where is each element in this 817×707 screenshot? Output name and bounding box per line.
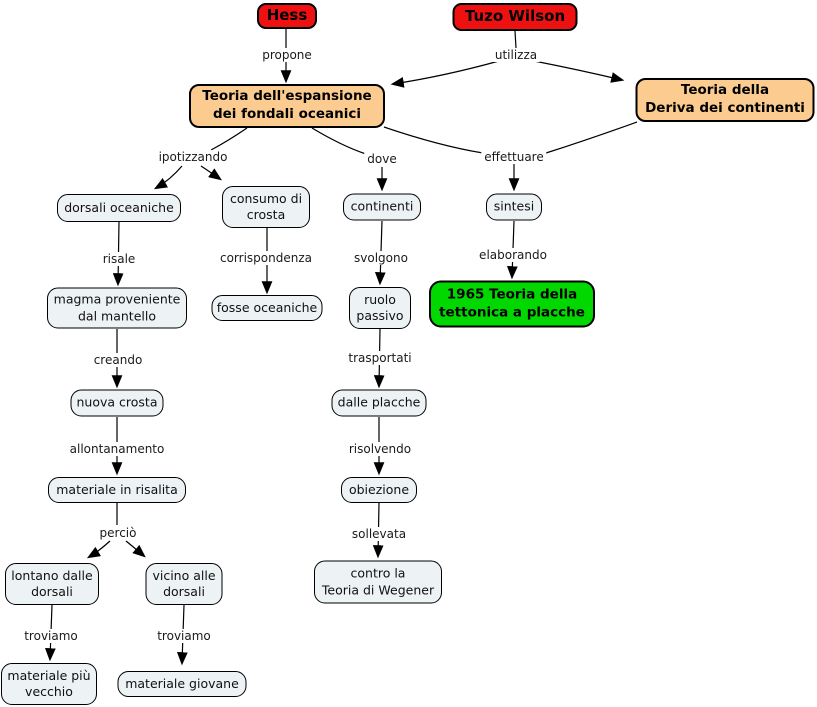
node-vicino-alle-dorsali[interactable]: vicino alle dorsali (145, 563, 223, 605)
link-label-dove[interactable]: dove (364, 152, 400, 166)
link-label-utilizza[interactable]: utilizza (491, 48, 541, 62)
link-label-effettuare[interactable]: effettuare (481, 150, 547, 164)
node-magma-mantello[interactable]: magma proveniente dal mantello (47, 287, 187, 329)
node-tuzo-wilson[interactable]: Tuzo Wilson (452, 3, 578, 31)
link-label-svolgono[interactable]: svolgono (351, 251, 411, 265)
node-fosse-oceaniche[interactable]: fosse oceaniche (211, 295, 323, 321)
link-label-corrispondenza[interactable]: corrispondenza (216, 251, 316, 265)
link-label-creando[interactable]: creando (90, 353, 146, 367)
edge-deriva-effettuare (545, 121, 638, 154)
node-sintesi[interactable]: sintesi (486, 193, 542, 221)
link-label-elaborando[interactable]: elaborando (476, 248, 550, 262)
link-label-risale[interactable]: risale (99, 252, 139, 266)
link-label-risolvendo[interactable]: risolvendo (345, 442, 415, 456)
edge-espansione-dove (311, 127, 367, 155)
node-continenti[interactable]: continenti (343, 193, 421, 221)
node-tettonica-placche[interactable]: 1965 Teoria della tettonica a placche (429, 280, 595, 328)
link-label-allontanamento[interactable]: allontanamento (66, 442, 168, 456)
edge-ipotizzando-dorsali (153, 165, 183, 190)
node-teoria-espansione[interactable]: Teoria dell'espansione dei fondali ocean… (189, 84, 385, 128)
edge-ipotizzando-consumo (200, 165, 222, 181)
link-label-troviamo-left[interactable]: troviamo (21, 629, 81, 643)
link-label-troviamo-right[interactable]: troviamo (154, 629, 214, 643)
node-contro-wegener[interactable]: contro la Teoria di Wegener (314, 560, 442, 604)
edge-espansione-ipotizzando (210, 127, 248, 151)
node-materiale-in-risalita[interactable]: materiale in risalita (48, 477, 186, 503)
node-dalle-placche[interactable]: dalle placche (331, 389, 427, 417)
node-materiale-giovane[interactable]: materiale giovane (117, 671, 247, 697)
node-teoria-deriva[interactable]: Teoria della Deriva dei continenti (635, 78, 815, 122)
link-label-ipotizzando[interactable]: ipotizzando (155, 150, 231, 164)
node-consumo-di-crosta[interactable]: consumo di crosta (222, 186, 310, 228)
node-ruolo-passivo[interactable]: ruolo passivo (349, 287, 411, 329)
edge-percio-lontano (86, 540, 111, 559)
edge-tuzo-utilizza (514, 30, 517, 49)
node-materiale-piu-vecchio[interactable]: materiale più vecchio (1, 663, 97, 705)
node-nuova-crosta[interactable]: nuova crosta (70, 389, 164, 417)
link-label-sollevata[interactable]: sollevata (348, 527, 410, 541)
link-label-propone[interactable]: propone (259, 48, 315, 62)
node-lontano-dalle-dorsali[interactable]: lontano dalle dorsali (5, 563, 99, 605)
node-dorsali-oceaniche[interactable]: dorsali oceaniche (57, 194, 181, 222)
edge-utilizza-espansione (390, 60, 500, 88)
edge-utilizza-deriva (533, 60, 625, 83)
link-label-percio[interactable]: perciò (96, 526, 140, 540)
node-hess[interactable]: Hess (257, 3, 317, 29)
edge-percio-vicino (125, 540, 146, 558)
edge-espansione-effettuare (383, 126, 484, 154)
link-label-trasportati[interactable]: trasportati (345, 351, 415, 365)
node-obiezione[interactable]: obiezione (341, 477, 417, 503)
